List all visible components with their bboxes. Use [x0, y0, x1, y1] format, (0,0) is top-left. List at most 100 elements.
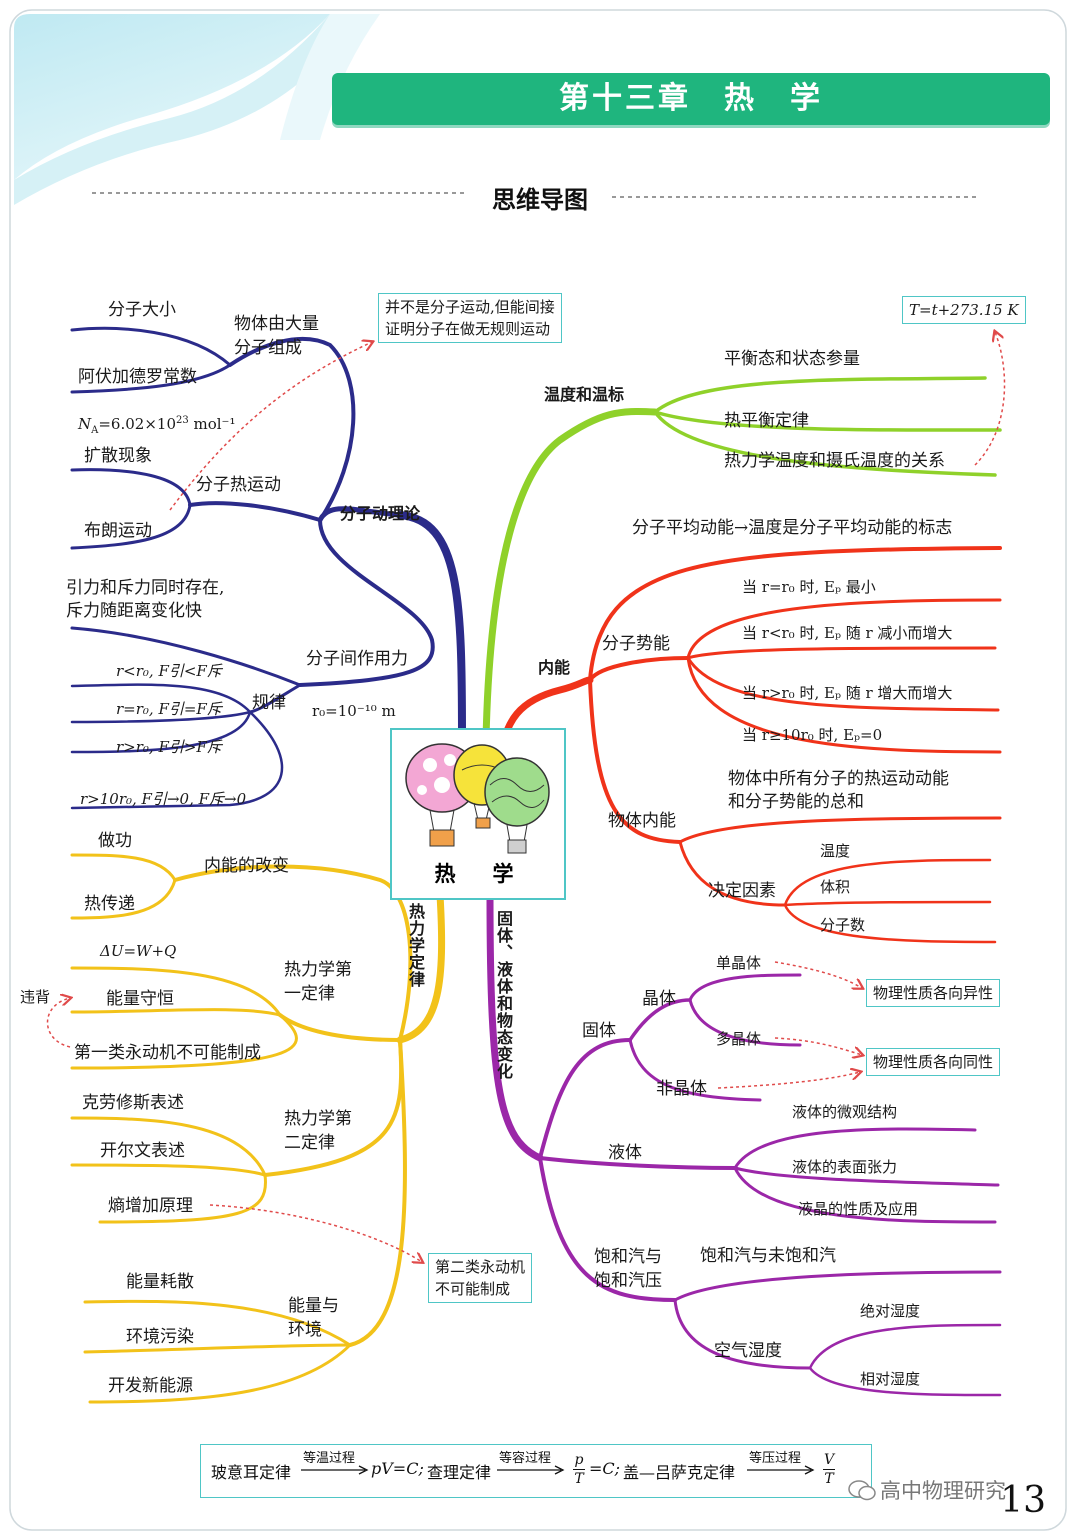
poly-crystal: 多晶体: [716, 1030, 762, 1048]
potential-case-2: 当 r<r₀ 时, Eₚ 随 r 减小而增大: [742, 624, 953, 642]
force-desc-1: 引力和斥力同时存在,: [66, 578, 225, 598]
isothermal-label: 等温过程: [303, 1451, 356, 1466]
thermal-equilibrium-law: 热平衡定律: [724, 411, 809, 431]
diffusion: 扩散现象: [84, 446, 152, 466]
second-perpetual-machine-box: 第二类永动机不可能制成: [428, 1253, 533, 1303]
solid-label: 固体: [582, 1021, 616, 1041]
isobaric-label: 等压过程: [749, 1451, 802, 1466]
first-law-label-1: 热力学第: [284, 960, 352, 980]
avogadro-value: NA=6.02×1023 mol⁻¹: [78, 415, 236, 436]
boyle-law: 玻意耳定律: [211, 1463, 292, 1482]
molecular-theory-label: 分子动理论: [340, 504, 421, 523]
brownian-motion: 布朗运动: [84, 521, 152, 541]
r0-value: r₀=10⁻¹⁰ m: [312, 702, 396, 720]
violate-label: 违背: [20, 988, 51, 1006]
entropy-principle: 熵增加原理: [108, 1196, 193, 1216]
branch-internal-energy: [496, 546, 1002, 944]
center-label: 热 学: [434, 862, 522, 886]
sky-decoration-3: [280, 14, 380, 140]
potential-case-1: 当 r=r₀ 时, Eₚ 最小: [742, 578, 876, 596]
wechat-icon: [848, 1480, 876, 1501]
doing-work: 做功: [98, 831, 132, 851]
factor-temperature: 温度: [820, 842, 851, 860]
temperature-label: 温度和温标: [544, 385, 625, 404]
force-case-4: r>10r₀, F引→0, F斥→0: [80, 790, 247, 808]
body-energy-def-1: 物体中所有分子的热运动动能: [728, 769, 949, 789]
new-energy-development: 开发新能源: [108, 1376, 193, 1396]
composition-label-1: 物体由大量: [234, 314, 319, 334]
molecule-size: 分子大小: [108, 300, 176, 320]
balloons-icon: [405, 743, 550, 854]
arrow-isothermal: [301, 1465, 369, 1475]
avogadro-number: 阿伏加德罗常数: [78, 367, 197, 387]
thermal-motion-label: 分子热运动: [196, 475, 281, 495]
clausius-statement: 克劳修斯表述: [82, 1093, 184, 1113]
heat-transfer: 热传递: [84, 894, 135, 914]
page-number: 13: [1000, 1480, 1046, 1521]
chapter-title: 第十三章 热 学: [332, 73, 1050, 125]
relative-humidity: 相对湿度: [860, 1370, 921, 1388]
internal-energy-change: 内能的改变: [204, 856, 289, 876]
energy-environment-label-1: 能量与: [288, 1296, 339, 1316]
second-law-label-2: 二定律: [284, 1133, 335, 1153]
force-desc-2: 斥力随距离变化快: [66, 601, 202, 621]
brownian-note-box: 并不是分子运动,但能间接证明分子在做无规则运动: [378, 293, 562, 343]
potential-energy-label: 分子势能: [602, 634, 670, 654]
branch-thermo-laws: [70, 853, 446, 1404]
air-humidity: 空气湿度: [714, 1341, 782, 1361]
arrow-isochoric: [497, 1465, 565, 1475]
isotropy-box: 物理性质各向同性: [866, 1048, 1001, 1076]
mind-map-subtitle: 思维导图: [470, 180, 610, 215]
states-of-matter-label: 固体、液体和物态变化: [494, 910, 513, 1080]
force-rule-label: 规律: [252, 693, 286, 713]
annotation-arrows: [46, 332, 1006, 1262]
branch-molecular: [70, 326, 466, 810]
factor-molecule-count: 分子数: [820, 916, 866, 934]
internal-energy-label: 内能: [538, 658, 571, 677]
force-label: 分子间作用力: [306, 649, 408, 669]
vapor-label-2: 饱和汽压: [594, 1271, 662, 1291]
surface-tension: 液体的表面张力: [792, 1158, 898, 1176]
energy-environment-label-2: 环境: [288, 1320, 322, 1340]
energy-conservation: 能量守恒: [106, 989, 174, 1009]
first-perpetual-machine: 第一类永动机不可能制成: [74, 1043, 261, 1063]
absolute-humidity: 绝对湿度: [860, 1302, 921, 1320]
pv-constant: pV=C;: [371, 1459, 424, 1478]
thermo-laws-label: 热力学定律: [406, 903, 425, 988]
force-case-1: r<r₀, F引<F斥: [116, 662, 222, 680]
factor-volume: 体积: [820, 878, 851, 896]
environmental-pollution: 环境污染: [126, 1327, 194, 1347]
charles-law: 查理定律: [427, 1463, 492, 1482]
equilibrium-state: 平衡态和状态参量: [724, 349, 860, 369]
avg-kinetic-energy: 分子平均动能→温度是分子平均动能的标志: [632, 518, 953, 538]
vapor-label-1: 饱和汽与: [594, 1247, 662, 1267]
branch-states: [486, 891, 1002, 1397]
energy-dissipation: 能量耗散: [126, 1272, 194, 1292]
branch-temperature: [482, 376, 1002, 744]
first-law-label-2: 一定律: [284, 984, 335, 1004]
watermark-text: 高中物理研究: [880, 1479, 1006, 1503]
first-law-equation: ΔU=W+Q: [100, 942, 177, 960]
liquid-microstructure: 液体的微观结构: [792, 1103, 898, 1121]
temperature-relation: 热力学温度和摄氏温度的关系: [724, 451, 945, 471]
body-energy-def-2: 和分子势能的总和: [728, 792, 864, 812]
force-case-3: r>r₀, F引>F斥: [116, 738, 222, 756]
saturated-vapor: 饱和汽与未饱和汽: [700, 1246, 836, 1266]
gay-lussac-law: 盖—吕萨克定律: [623, 1463, 736, 1482]
liquid-crystal: 液晶的性质及应用: [798, 1200, 919, 1218]
single-crystal: 单晶体: [716, 954, 762, 972]
liquid-label: 液体: [608, 1143, 642, 1163]
sky-decoration-2: [14, 14, 360, 205]
amorphous: 非晶体: [656, 1079, 707, 1099]
force-case-2: r=r₀, F引=F斥: [116, 700, 222, 718]
arrow-isobaric: [747, 1465, 815, 1475]
crystal-label: 晶体: [642, 989, 676, 1009]
center-node: 热 学: [390, 728, 566, 900]
potential-case-4: 当 r≥10r₀ 时, Eₚ=0: [742, 726, 883, 744]
second-law-label-1: 热力学第: [284, 1109, 352, 1129]
equals-c-1: =C;: [589, 1459, 621, 1478]
